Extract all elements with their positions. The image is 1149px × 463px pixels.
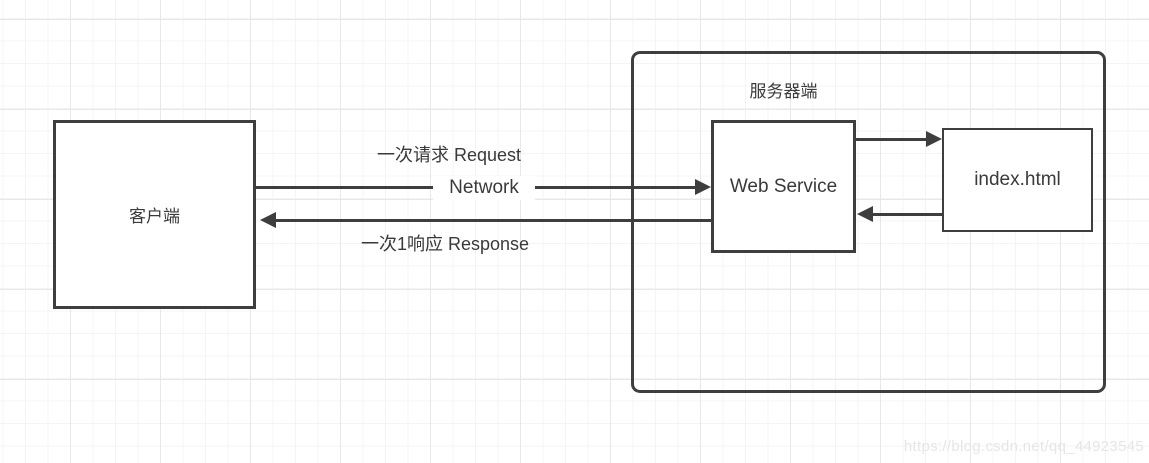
response-label: 一次1响应 Response <box>360 234 530 254</box>
request-label: 一次请求 Request <box>376 145 522 165</box>
server-box <box>631 51 1106 393</box>
index-to-ws-arrow-line <box>873 213 942 216</box>
response-arrowhead-icon <box>260 212 276 228</box>
index-html-label: index.html <box>974 169 1061 190</box>
ws-to-index-arrow-line <box>856 138 926 141</box>
web-service-box: Web Service <box>711 120 856 253</box>
response-arrow-line <box>276 219 711 222</box>
watermark: https://blog.csdn.net/qq_44923545 <box>903 438 1144 455</box>
client-box: 客户端 <box>53 120 256 309</box>
network-label: Network <box>433 176 535 200</box>
index-html-box: index.html <box>942 128 1093 232</box>
index-to-ws-arrowhead-icon <box>857 206 873 222</box>
client-label: 客户端 <box>129 207 180 226</box>
request-arrowhead-icon <box>695 179 711 195</box>
web-service-label: Web Service <box>729 175 838 197</box>
server-label: 服务器端 <box>749 82 818 101</box>
ws-to-index-arrowhead-icon <box>926 131 942 147</box>
